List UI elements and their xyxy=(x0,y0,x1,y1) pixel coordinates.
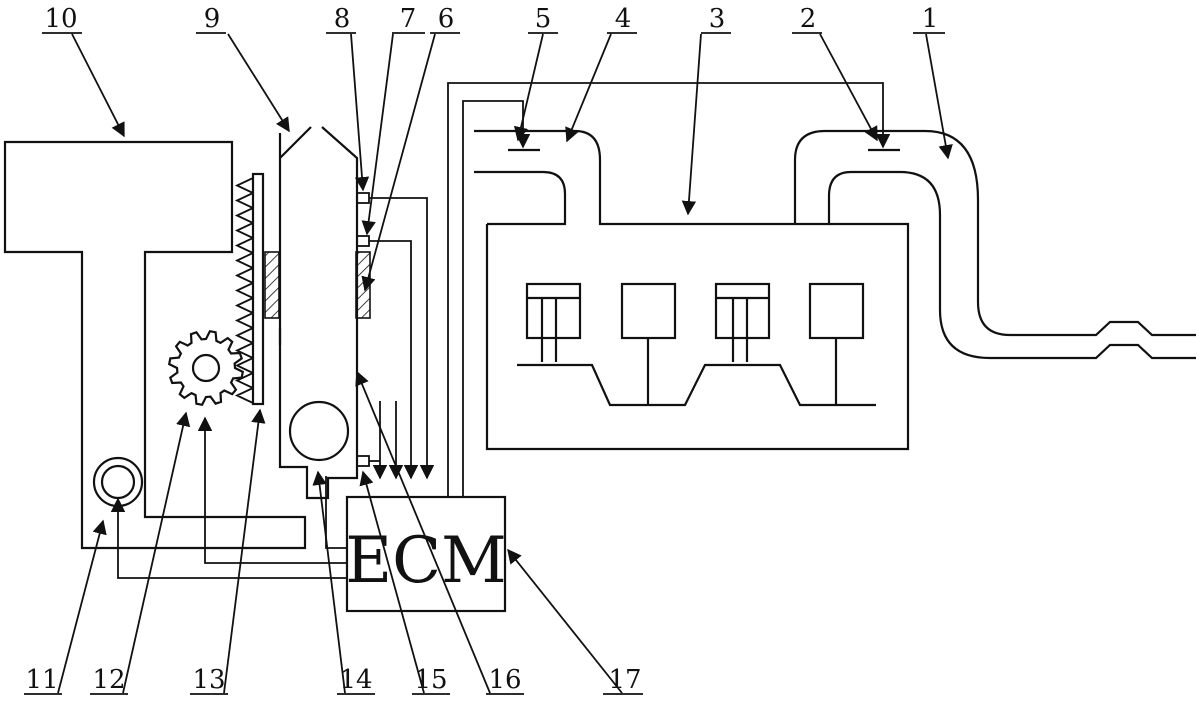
callout-13: 13 xyxy=(192,665,225,695)
engine-3 xyxy=(474,129,1196,451)
callout-3: 3 xyxy=(709,4,726,34)
callout-17: 17 xyxy=(608,665,641,695)
rack-13 xyxy=(234,172,280,406)
callout-9: 9 xyxy=(204,4,221,34)
callout-16: 16 xyxy=(488,665,521,695)
pump-11 xyxy=(92,456,144,508)
callouts: 1 2 3 4 5 6 7 8 9 10 11 12 xyxy=(24,4,953,695)
callout-11: 11 xyxy=(25,665,58,695)
callout-8: 8 xyxy=(334,4,351,34)
valve-14 xyxy=(288,400,350,462)
callout-1: 1 xyxy=(922,4,939,34)
tank-10 xyxy=(3,140,307,550)
callout-2: 2 xyxy=(800,4,817,34)
gear-12 xyxy=(167,329,245,407)
callout-6: 6 xyxy=(438,4,455,34)
callout-4: 4 xyxy=(615,4,632,34)
callout-12: 12 xyxy=(92,665,125,695)
callout-10: 10 xyxy=(44,4,77,34)
callout-15: 15 xyxy=(414,665,447,695)
pistons xyxy=(517,282,876,407)
ecm-17: ECM xyxy=(345,495,507,613)
ecm-label: ECM xyxy=(345,524,506,598)
callout-5: 5 xyxy=(535,4,552,34)
callout-7: 7 xyxy=(400,4,417,34)
